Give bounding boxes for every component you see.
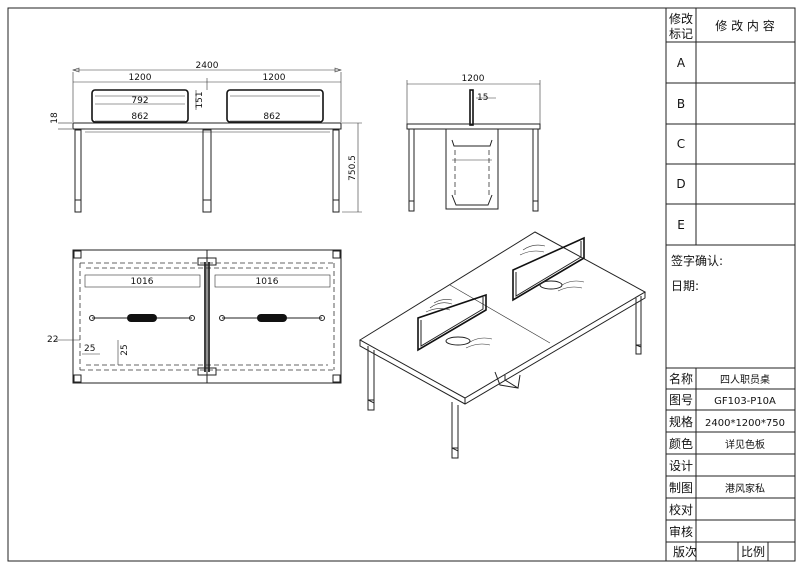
- rev-row-d: D: [676, 177, 685, 191]
- rev-row-b: B: [677, 97, 685, 111]
- title-block: 修改 标记 修 改 内 容 A B C D E 签字确认: 日期: 名称 四人职…: [665, 8, 795, 561]
- field-label-design: 设计: [669, 459, 693, 473]
- dim-half-left: 1200: [129, 73, 152, 83]
- field-value-drawing-no: GF103-P10A: [714, 396, 776, 407]
- field-value-name: 四人职员桌: [720, 373, 770, 386]
- drawing-frame: [7, 7, 796, 562]
- rev-row-a: A: [677, 56, 686, 70]
- field-value-drafter: 港风家私: [725, 482, 765, 495]
- scale-label: 比例: [741, 545, 765, 559]
- dim-tray-left: 862: [131, 112, 148, 122]
- iso-tabletop: [359, 231, 647, 399]
- rev-content-label: 修 改 内 容: [715, 18, 774, 33]
- version-label: 版次: [673, 545, 697, 559]
- plan-view: 1016 1016 22 25 25: [47, 249, 342, 384]
- dim-offset-b: 25: [120, 344, 130, 355]
- front-view: 2400 1200 1200 792 151 862 862 18: [50, 61, 362, 213]
- dim-depth: 1200: [462, 74, 485, 84]
- field-label-spec: 规格: [669, 414, 693, 429]
- field-label-name: 名称: [669, 371, 693, 386]
- dim-tray-right: 862: [263, 112, 280, 122]
- dim-top-thickness: 18: [50, 112, 60, 124]
- field-label-check: 校对: [669, 502, 693, 517]
- sign-label: 签字确认:: [671, 253, 723, 268]
- dim-span-right: 1016: [256, 277, 279, 287]
- field-label-color: 颜色: [669, 436, 693, 451]
- field-value-spec: 2400*1200*750: [705, 418, 785, 429]
- rev-row-e: E: [677, 218, 685, 232]
- iso-screen-back: [512, 236, 585, 302]
- field-label-review: 审核: [669, 524, 693, 539]
- front-tabletop: [72, 122, 342, 130]
- side-view: 1200 15: [406, 74, 541, 212]
- dim-half-right: 1200: [263, 73, 286, 83]
- field-label-drawing-no: 图号: [669, 393, 693, 407]
- side-screen: [469, 89, 474, 126]
- dim-screen-width: 792: [131, 96, 148, 106]
- field-value-color: 详见色板: [725, 438, 765, 451]
- rev-mark-label-2: 标记: [669, 27, 693, 41]
- date-label: 日期:: [671, 279, 699, 293]
- iso-screen-front: [417, 293, 487, 352]
- rev-mark-label-1: 修改: [669, 11, 693, 26]
- screen-right: [226, 89, 324, 123]
- dim-total-width: 2400: [196, 61, 219, 71]
- rev-row-c: C: [677, 137, 685, 151]
- screen-left: [91, 89, 189, 123]
- isometric-view: [359, 231, 647, 459]
- dim-height: 750.5: [348, 155, 358, 181]
- dim-offset-edge: 22: [47, 335, 58, 345]
- field-label-drafter: 制图: [669, 481, 693, 495]
- dim-screen-height: 151: [195, 91, 205, 108]
- dim-span-left: 1016: [131, 277, 154, 287]
- dim-screen-thickness: 15: [477, 93, 488, 103]
- dim-offset-a: 25: [84, 344, 95, 354]
